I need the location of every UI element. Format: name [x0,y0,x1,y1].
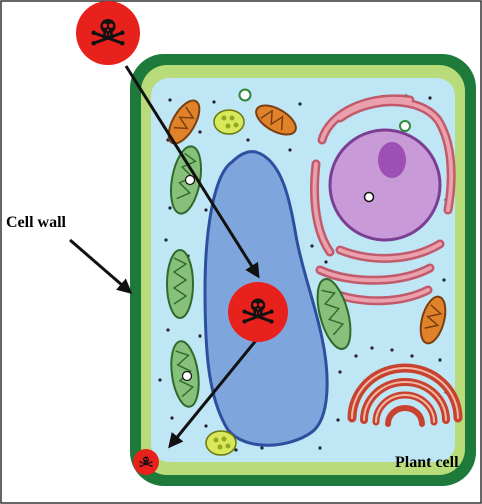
nucleolus [378,142,406,178]
cell-wall-label: Cell wall [6,214,66,232]
vesicle [206,431,236,455]
plant-cell-label: Plant cell [395,454,459,472]
chloroplast [167,250,193,318]
vesicle [214,110,244,134]
nuclear-pore [365,193,374,202]
small-vesicle [240,90,251,101]
small-vesicle [400,121,410,131]
toxin-icon [76,1,140,65]
toxin-icon [228,282,288,342]
toxin-icon [133,449,159,475]
